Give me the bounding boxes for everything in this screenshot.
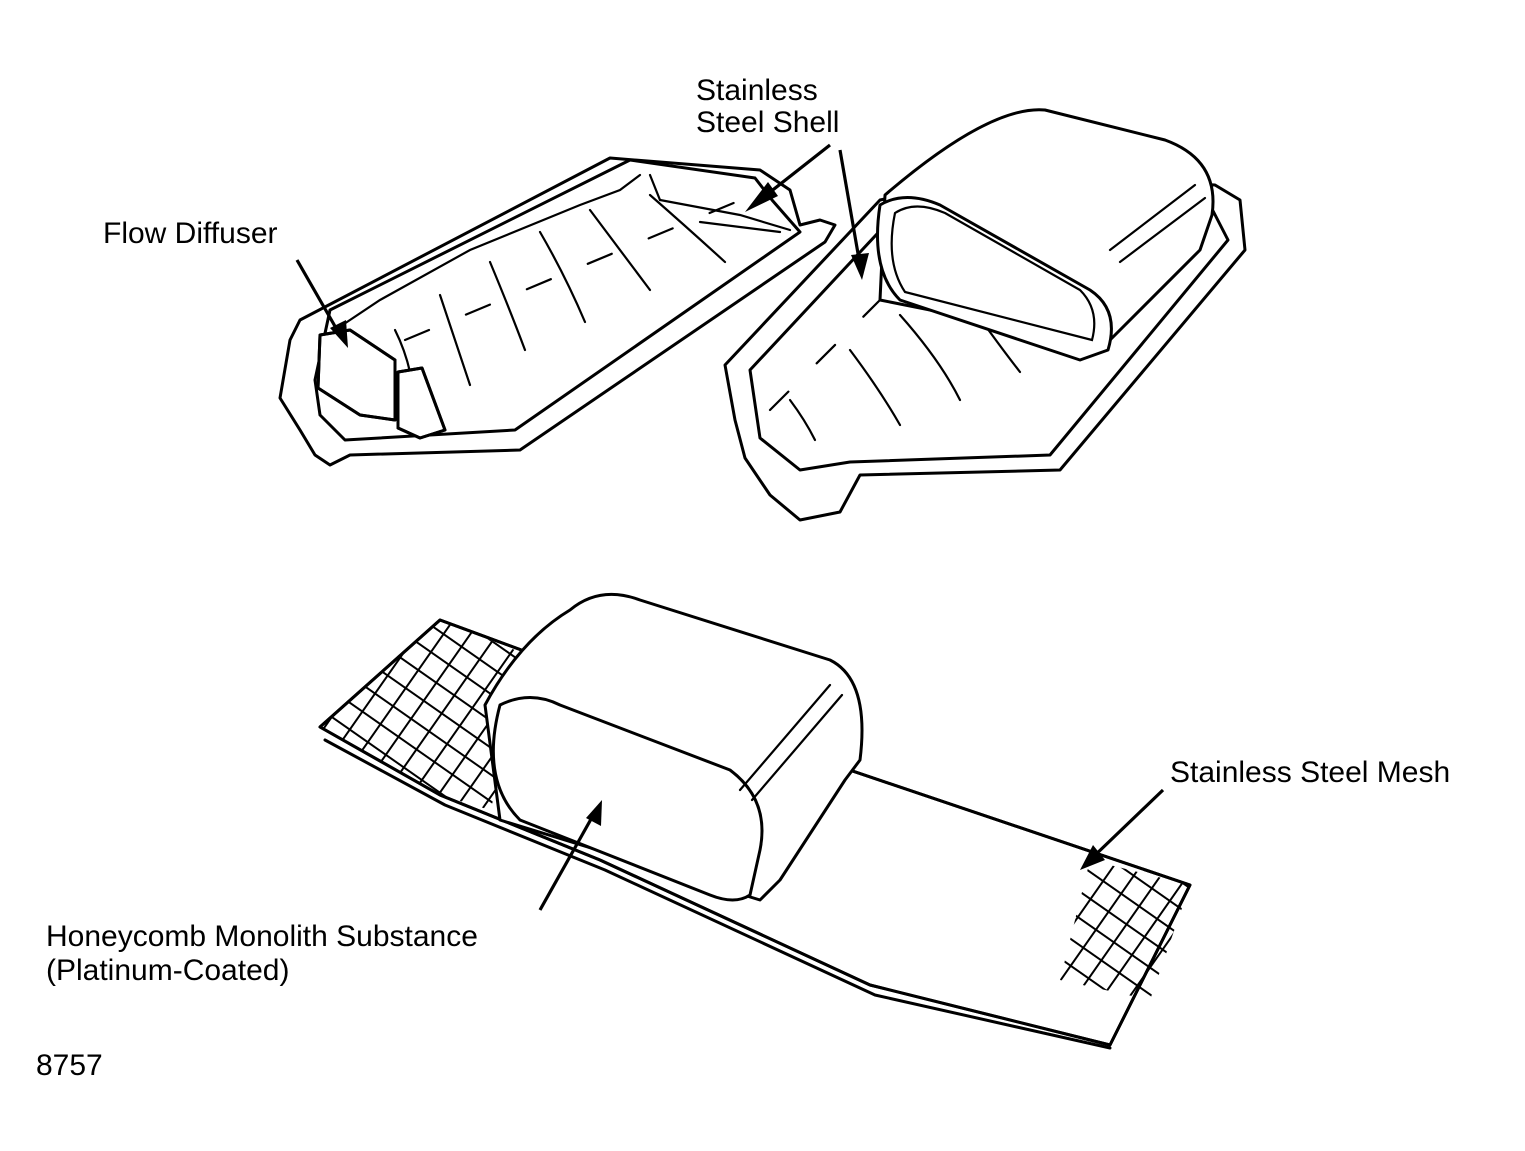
figure-number: 8757 [36,1049,103,1082]
honeycomb-monolith-illustration [483,592,864,902]
flow-diffuser-label: Flow Diffuser [103,217,278,250]
stainless-steel-shell-label-line1: Stainless [696,74,818,107]
honeycomb-monolith-label-line2: (Platinum-Coated) [46,954,289,987]
right-shell-half [723,108,1247,522]
stainless-steel-mesh-label: Stainless Steel Mesh [1170,756,1450,789]
arrows [295,143,1165,911]
monolith-in-shell [876,108,1215,362]
left-shell-half [278,156,837,467]
honeycomb-monolith-label-line1: Honeycomb Monolith Substance [46,920,478,953]
flow-diffuser-illustration [316,328,447,440]
stainless-steel-shell-label-line2: Steel Shell [696,106,839,139]
